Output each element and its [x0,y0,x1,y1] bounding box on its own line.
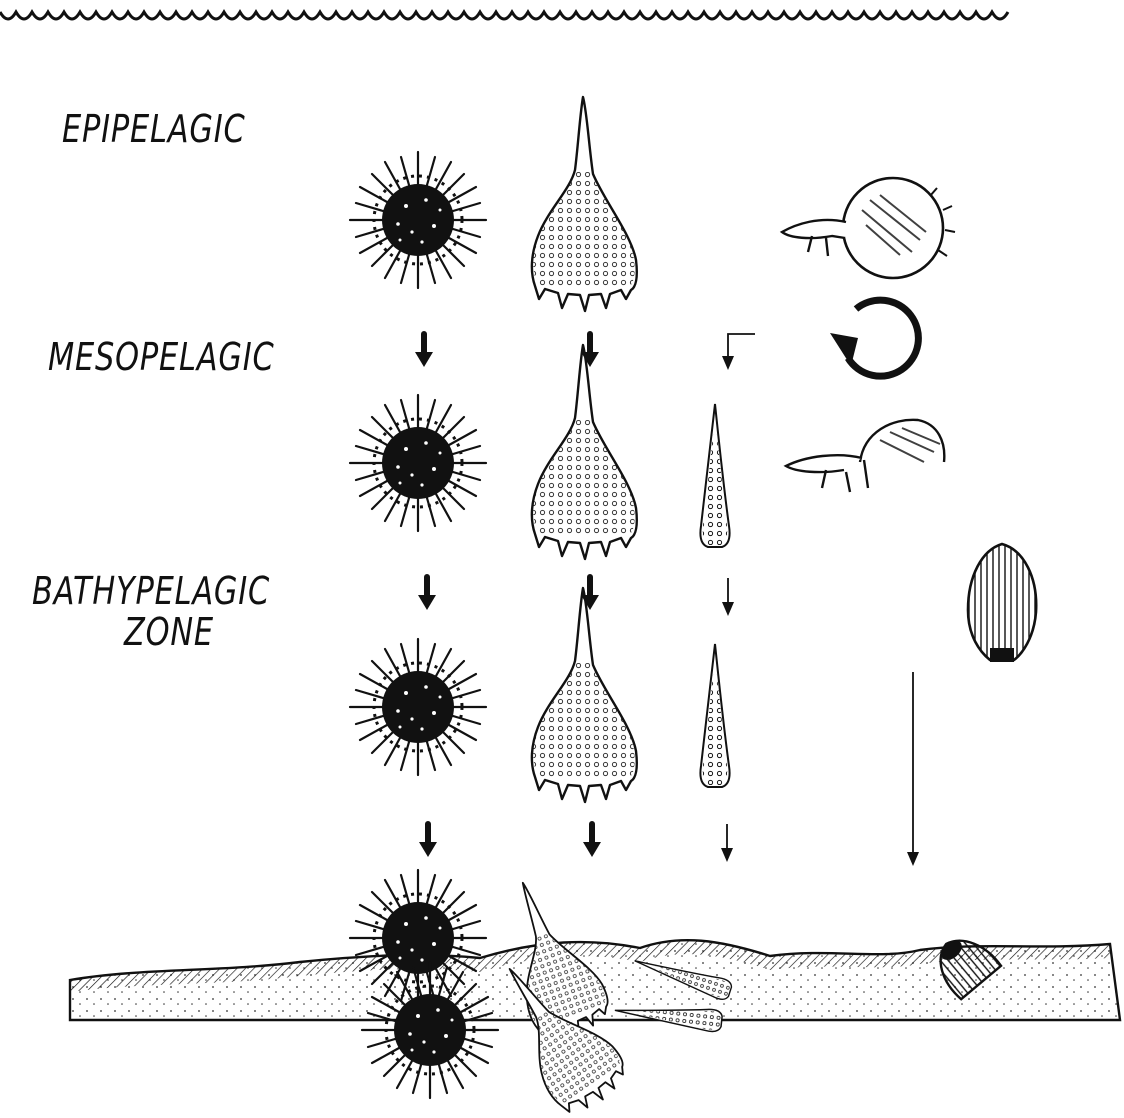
ribbed-seed-shell-icon [968,544,1036,662]
down-arrow-icon [418,577,436,610]
slender-cone-shell-icon [700,404,729,547]
spiny-radiolarian-icon [350,152,486,288]
down-arrow-icon [721,824,733,862]
round-capsule-organism-icon [782,178,955,278]
conical-radiolarian-icon [532,97,637,311]
down-arrow-icon [419,824,437,857]
spiny-radiolarian-icon [350,395,486,531]
down-arrow-icon [583,824,601,857]
seafloor-icon [70,869,1120,1118]
rotation-arrow-icon [830,300,918,376]
conical-radiolarian-icon [532,588,637,802]
down-arrow-icon [415,334,433,367]
down-arrow-icon [722,334,755,370]
wave-surface-icon [0,12,1008,19]
slender-cone-shell-icon [700,644,729,787]
down-arrow-icon [907,672,919,866]
round-capsule-organism-icon [786,420,944,492]
conical-radiolarian-icon [532,345,637,559]
down-arrow-icon [722,578,734,616]
spiny-radiolarian-icon [350,639,486,775]
